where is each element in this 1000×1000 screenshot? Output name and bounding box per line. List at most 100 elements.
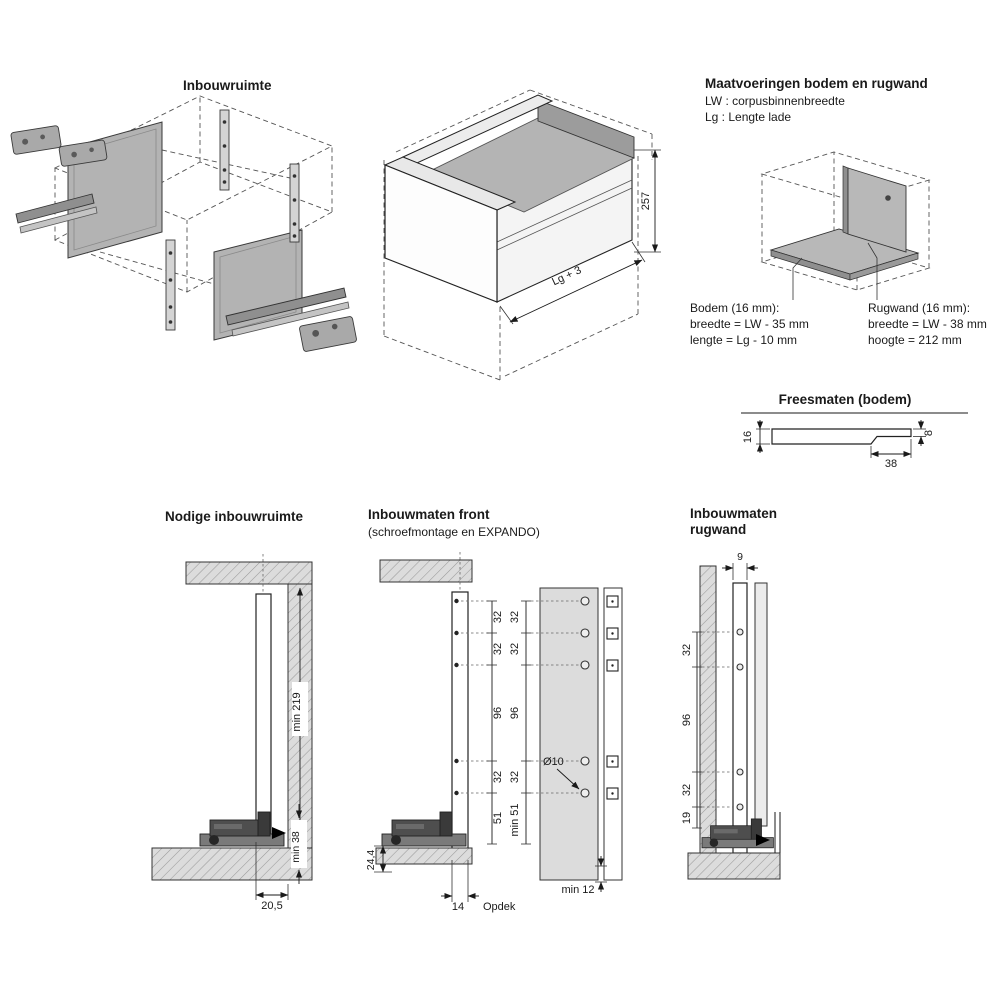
dim-front-r-0: 32 [509,611,521,623]
drawer-rail-profile-lines [496,179,633,251]
rugwand-gap-arrow [756,834,770,846]
cabinet-bottom-section [151,847,313,881]
bodem-leader-line [792,257,803,300]
dim-16-label: 16 [742,431,754,443]
dim-min38: min 38 [290,804,307,884]
mounting-strip-1 [165,239,176,331]
maat-legend-lw: LW : corpusbinnenbreedte [705,94,845,108]
gap-arrow [272,827,286,839]
right-runner-rail [225,287,350,337]
dim-front-l-1: 32 [492,643,504,655]
dim-244: 24,4 [365,845,392,873]
dim-rugwand-0: 32 [681,644,693,656]
rugwand-spec-title: Rugwand (16 mm): [868,301,970,315]
front-right-dim-column: 32 32 96 32 min 51 [509,600,531,845]
dim-front-l-4: 51 [492,812,504,824]
section-inbouwruimte: Inbouwruimte [10,78,357,352]
dim-9: 9 [722,551,758,580]
mounting-strip-2 [219,109,230,191]
left-runner-rail [15,193,98,234]
drawer-front-panel [384,164,498,303]
dim-9-label: 9 [737,551,743,563]
section-front: Inbouwmaten front (schroefmontage en EXP… [365,507,623,913]
dim-rugwand-3: 19 [681,812,693,824]
dia10-label: Ø10 [543,756,564,768]
dim-front-l-3: 32 [492,771,504,783]
coupling-device-bottom [299,316,357,352]
screw-positions [454,598,490,796]
dim-257-label: 257 [640,192,652,210]
drawer-back-panel [67,121,163,259]
mounting-strip-3 [289,163,300,243]
dim-front-r-2: 96 [509,707,521,719]
dim-front-l-0: 32 [492,611,504,623]
rugwand-title-1: Inbouwmaten [690,506,777,521]
dim-rugwand-1: 96 [681,714,693,726]
frees-title: Freesmaten (bodem) [779,392,912,407]
rugwand-spec-text: Rugwand (16 mm): breedte = LW - 38 mm ho… [868,301,987,347]
section-maatvoeringen: Maatvoeringen bodem en rugwand LW : corp… [690,76,987,347]
rugwand-leader-line [867,242,878,300]
section-rugwand: Inbouwmaten rugwand 9 32 96 32 19 [681,506,781,880]
section-drawer-assembly: 257 Lg + 3 [383,89,661,381]
front-panel-crosssection [451,591,469,859]
section-nodige: Nodige inbouwruimte min 219 min 38 20,5 [151,509,313,912]
dim-min12: min 12 [561,856,607,896]
drawer-back-wall [537,99,635,159]
dim-16: 16 [742,420,770,453]
inbouwruimte-title: Inbouwruimte [183,78,272,93]
dim-8-label: 8 [923,430,935,436]
rugwand-panel-section [732,582,748,854]
rugwand-holes [702,628,744,811]
dim-front-r-3: 32 [509,771,521,783]
front-top-section [379,559,473,583]
front-panel-section [255,593,272,839]
front-left-dim-column: 32 32 96 32 51 [487,600,504,845]
rugwand-bottom-section [687,852,781,880]
cabinet-top-section [185,561,313,585]
dim-min38-label: min 38 [290,831,302,863]
locking-device-left [10,125,62,155]
maat-legend-lg: Lg : Lengte lade [705,110,791,124]
bodem-profile [771,428,912,445]
dim-min12-label: min 12 [561,884,594,896]
front-panel-face [539,587,599,881]
expando-inserts [606,595,619,800]
bodem-spec-line2: lengte = Lg - 10 mm [690,333,797,347]
bodem-spec-text: Bodem (16 mm): breedte = LW - 35 mm leng… [690,301,809,347]
dim-rugwand-2: 32 [681,784,693,796]
dim-244-label: 24,4 [365,850,377,871]
maat-bodem-panel [769,228,920,281]
maat-rugwand-panel [842,165,907,253]
dim-38: 38 [870,439,912,470]
dim-38-label: 38 [885,458,897,470]
dim-front-r-1: 32 [509,643,521,655]
maat-title: Maatvoeringen bodem en rugwand [705,76,928,91]
cabinet-side-section [699,565,717,854]
rugwand-title-2: rugwand [690,522,746,537]
dim-14-opdek: 14 Opdek [441,860,516,913]
dim-min219-label: min 219 [291,692,303,731]
drill-holes [531,596,590,798]
front-bottom-section [375,847,473,865]
locking-device-right [58,139,108,167]
cabinet-dashed-lines [383,89,653,381]
opdek-label: Opdek [483,901,516,913]
nodige-title: Nodige inbouwruimte [165,509,303,524]
drawer-side-wall-section [754,582,768,827]
front-subtitle: (schroefmontage en EXPANDO) [368,525,540,539]
dia10-callout: Ø10 [543,756,580,790]
dim-205-label: 20,5 [261,900,282,912]
dim-min51-label: min 51 [509,803,521,836]
front-title: Inbouwmaten front [368,507,490,522]
rugwand-spec-line1: breedte = LW - 38 mm [868,317,987,331]
dim-min219: min 219 [291,587,308,835]
dim-8: 8 [913,420,935,446]
rugwand-dim-column: 32 96 32 19 [681,631,702,829]
dim-14-label: 14 [452,901,464,913]
rugwand-spec-line2: hoogte = 212 mm [868,333,962,347]
cabinet-front-edge-lines [774,812,781,853]
bodem-spec-line1: breedte = LW - 35 mm [690,317,809,331]
